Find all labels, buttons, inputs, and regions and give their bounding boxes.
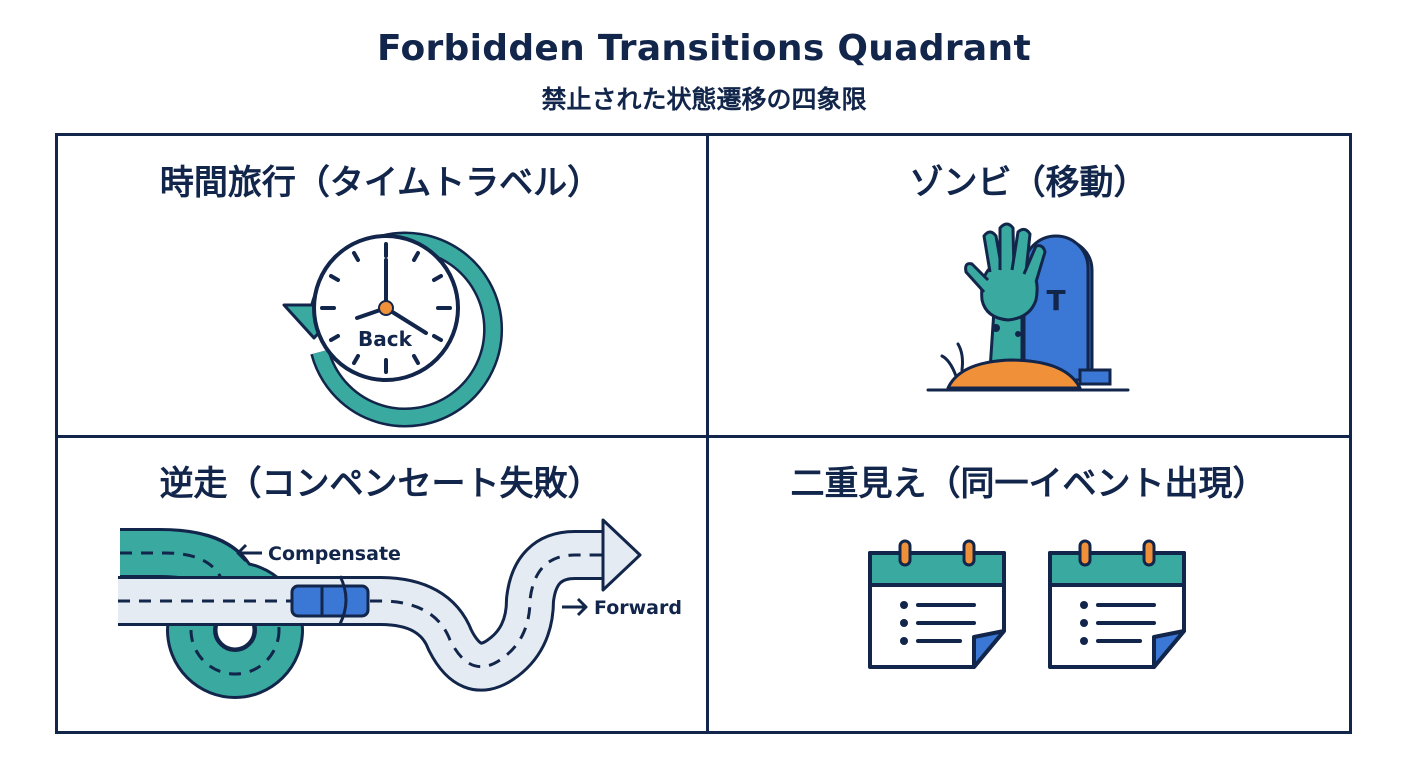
quadrant-label-reverse: 逆走（コンペンセート失敗） [159, 464, 602, 504]
road-reverse-icon: Compensate Forward [118, 518, 682, 699]
compensate-label: Compensate [268, 543, 401, 565]
quadrant-grid [55, 133, 1352, 734]
duplicate-calendar-icon [868, 539, 1186, 669]
car-icon [290, 575, 370, 625]
page-title: Forbidden Transitions Quadrant [377, 28, 1031, 69]
horizontal-divider [58, 435, 1349, 438]
calendar-icon-duplicate [1048, 539, 1186, 669]
forward-arrow-icon [562, 597, 588, 617]
vertical-divider [706, 136, 709, 731]
quadrant-label-double-vision: 二重見え（同一イベント出現） [790, 464, 1267, 504]
forward-label: Forward [594, 597, 682, 619]
clock-back-icon: Back [282, 231, 503, 428]
compensate-arrow-icon [236, 543, 262, 563]
quadrant-label-time-travel: 時間旅行（タイムトラベル） [159, 163, 602, 203]
quadrant-label-zombie: ゾンビ（移動） [909, 163, 1148, 203]
tombstone-text: T [1046, 284, 1065, 317]
page-subtitle: 禁止された状態遷移の四象限 [541, 85, 867, 114]
zombie-hand-tombstone-icon: T [926, 222, 1130, 392]
calendar-icon [868, 539, 1006, 669]
clock-back-text: Back [358, 327, 413, 351]
